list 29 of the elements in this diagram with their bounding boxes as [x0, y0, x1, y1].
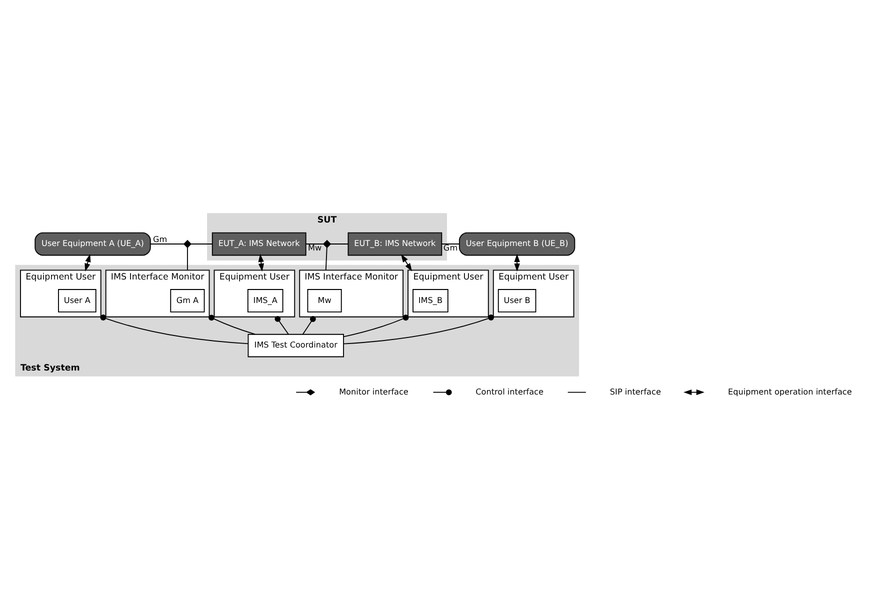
arrow — [258, 254, 264, 272]
legend-label: SIP interface — [610, 386, 661, 396]
edge-label: Gm — [152, 234, 168, 244]
node-box: User Equipment A (UE_A) — [34, 232, 151, 256]
connector — [325, 247, 328, 271]
node-box: IMS_A — [247, 289, 284, 312]
node-box: EUT_B: IMS Network — [348, 232, 442, 256]
node-box: User A — [58, 289, 96, 312]
edge-label: Mw — [308, 242, 322, 252]
connector — [343, 314, 494, 344]
connector — [187, 247, 188, 271]
arrow — [401, 254, 412, 272]
node-diamond — [183, 240, 192, 248]
node-box: IMS Test Coordinator — [248, 334, 344, 358]
node-box: IMS_B — [412, 289, 448, 312]
connector — [208, 314, 256, 335]
node-box: Mw — [307, 289, 342, 312]
connector — [343, 314, 409, 338]
connector — [274, 316, 289, 335]
node-box: Gm A — [170, 289, 205, 312]
legend-label: Control interface — [476, 386, 544, 396]
node-box: User B — [498, 289, 536, 312]
legend-label: Monitor interface — [339, 386, 408, 396]
node-diamond — [322, 240, 332, 248]
node-box: EUT_A: IMS Network — [212, 232, 306, 256]
node-box: User Equipment B (UE_B) — [458, 232, 576, 256]
connector — [302, 316, 316, 335]
legend-label: Equipment operation interface — [728, 386, 852, 396]
connector — [100, 314, 249, 344]
